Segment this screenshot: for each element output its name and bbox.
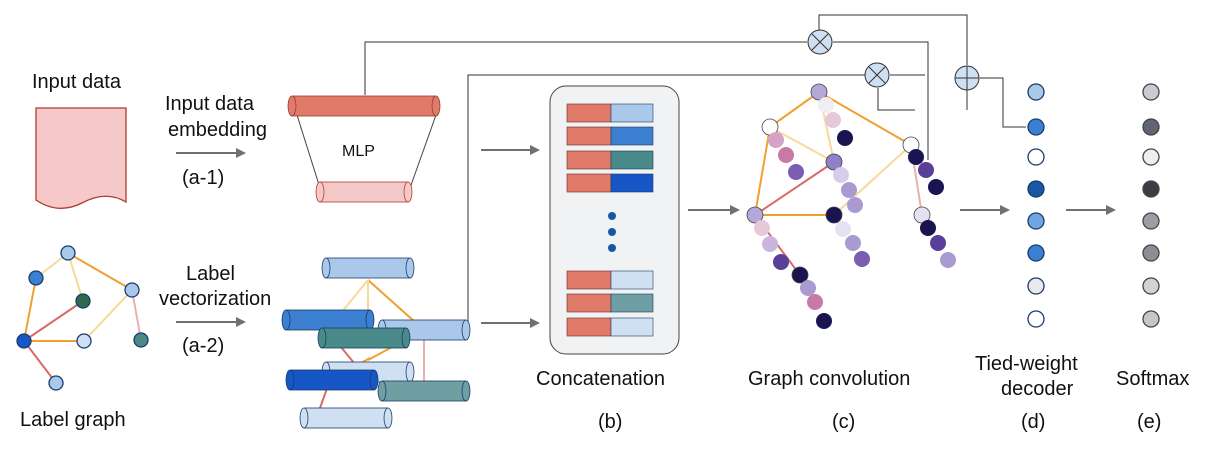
gcn-caption: Graph convolution [748,368,910,390]
multiply-operator-top [807,29,833,55]
concatenation-step: (b) [598,411,622,433]
concatenation-panel [549,85,680,355]
concatenation-caption: Concatenation [536,368,665,390]
decoder-nodes [1027,83,1045,328]
softmax-nodes [1142,83,1160,328]
mlp-block: MLP [287,95,441,203]
decoder-caption-line1: Tied-weight [975,353,1078,375]
vectorization-label-line1: Label [186,263,235,285]
decoder-step: (d) [1021,411,1045,433]
mlp-label: MLP [342,143,375,160]
graph-convolution-network [746,83,956,329]
multiply-operator-bottom [864,62,890,88]
vectorization-label-line2: vectorization [159,288,271,310]
softmax-step: (e) [1137,411,1161,433]
decoder-caption-line2: decoder [1001,378,1074,400]
gcn-step: (c) [832,411,855,433]
softmax-caption: Softmax [1116,368,1189,390]
embedding-label-line2: embedding [168,119,267,141]
vectorization-step: (a-2) [182,335,224,357]
add-operator [954,65,980,91]
label-graph [16,245,149,391]
embedding-label-line1: Input data [165,93,255,115]
embedding-step: (a-1) [182,167,224,189]
input-data-document-icon [35,107,127,209]
label-graph-caption: Label graph [20,409,126,431]
label-vectors [281,257,471,429]
input-data-title: Input data [32,71,122,93]
skip-connections [364,14,1026,325]
